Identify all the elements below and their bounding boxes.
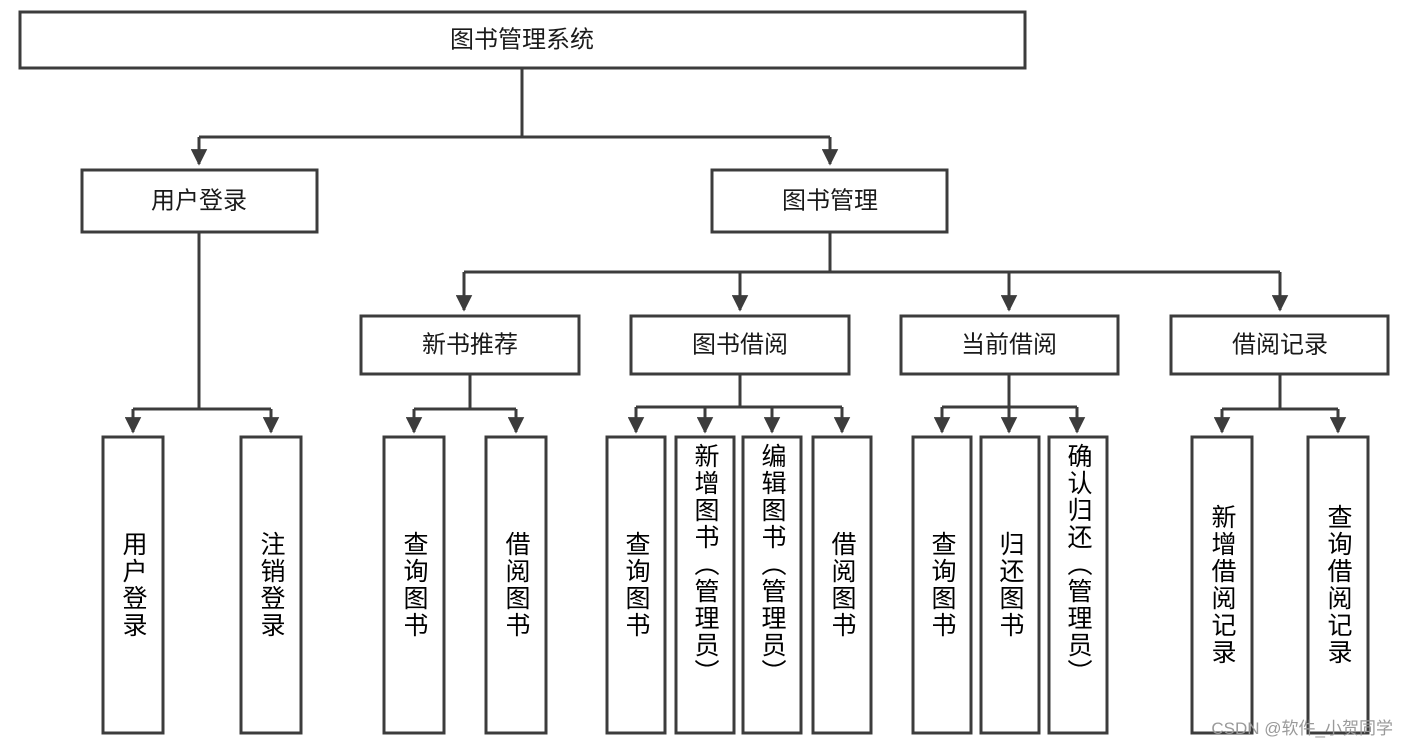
edge-group-current-borrow <box>933 374 1086 434</box>
node-leaf-borrow-book-borrow-box <box>811 435 873 735</box>
node-leaf-query-borrow-record-label: 查询借阅记录 <box>1324 504 1352 666</box>
node-leaf-edit-book[interactable]: 编辑图书（管理员） <box>741 435 803 735</box>
node-leaf-query-book-current[interactable]: 查询图书 <box>911 435 973 735</box>
node-leaf-add-book[interactable]: 新增图书（管理员） <box>674 435 736 735</box>
node-leaf-query-book-borrow[interactable]: 查询图书 <box>605 435 667 735</box>
node-leaf-query-book-current-label: 查询图书 <box>928 531 956 639</box>
node-leaf-add-borrow-record-label: 新增借阅记录 <box>1208 504 1236 666</box>
node-leaf-query-book-current-box <box>911 435 973 735</box>
node-new-book-recommend[interactable]: 新书推荐 <box>359 314 581 376</box>
node-current-borrow[interactable]: 当前借阅 <box>899 314 1120 376</box>
edge-group-root <box>190 68 839 166</box>
node-current-borrow-label: 当前借阅 <box>961 331 1057 358</box>
node-leaf-user-login[interactable]: 用户登录 <box>101 435 165 735</box>
node-leaf-return-book-box <box>979 435 1041 735</box>
node-leaf-return-book-label: 归还图书 <box>996 531 1024 639</box>
node-leaf-logout[interactable]: 注销登录 <box>239 435 303 735</box>
node-leaf-confirm-return-box <box>1047 435 1109 735</box>
node-leaf-borrow-book-borrow-label: 借阅图书 <box>828 531 856 639</box>
node-leaf-add-borrow-record-box <box>1190 435 1254 735</box>
node-leaf-add-borrow-record[interactable]: 新增借阅记录 <box>1190 435 1254 735</box>
node-borrow-record-box <box>1169 314 1390 376</box>
node-new-book-recommend-label: 新书推荐 <box>422 331 518 358</box>
node-leaf-borrow-book-recommend-label: 借阅图书 <box>502 531 530 639</box>
node-borrow-record[interactable]: 借阅记录 <box>1169 314 1390 376</box>
node-user-login-label: 用户登录 <box>151 187 247 214</box>
node-leaf-query-book-recommend-box <box>382 435 446 735</box>
node-book-borrow[interactable]: 图书借阅 <box>629 314 851 376</box>
edge-group-user-login <box>124 232 280 434</box>
node-leaf-query-book-borrow-label: 查询图书 <box>622 531 650 639</box>
node-leaf-query-book-recommend[interactable]: 查询图书 <box>382 435 446 735</box>
node-user-login[interactable]: 用户登录 <box>80 168 319 234</box>
node-leaf-add-book-label: 新增图书（管理员） <box>691 443 719 686</box>
node-leaf-borrow-book-recommend[interactable]: 借阅图书 <box>484 435 548 735</box>
edge-group-book-mgmt <box>455 232 1289 312</box>
node-new-book-recommend-box <box>359 314 581 376</box>
edge-group-borrow-record <box>1213 374 1347 434</box>
node-leaf-borrow-book-borrow[interactable]: 借阅图书 <box>811 435 873 735</box>
node-leaf-query-borrow-record[interactable]: 查询借阅记录 <box>1306 435 1370 735</box>
node-book-management-box <box>710 168 949 234</box>
node-root-label: 图书管理系统 <box>450 26 594 53</box>
node-current-borrow-box <box>899 314 1120 376</box>
node-borrow-record-label: 借阅记录 <box>1232 331 1328 358</box>
node-leaf-user-login-box <box>101 435 165 735</box>
node-leaf-query-borrow-record-box <box>1306 435 1370 735</box>
node-book-management[interactable]: 图书管理 <box>710 168 949 234</box>
node-leaf-query-book-borrow-box <box>605 435 667 735</box>
node-leaf-return-book[interactable]: 归还图书 <box>979 435 1041 735</box>
edge-group-new-book-recommend <box>405 374 525 434</box>
node-leaf-confirm-return[interactable]: 确认归还（管理员） <box>1047 435 1109 735</box>
node-book-borrow-label: 图书借阅 <box>692 331 788 358</box>
node-leaf-logout-box <box>239 435 303 735</box>
node-leaf-logout-label: 注销登录 <box>257 531 285 639</box>
node-leaf-add-book-box <box>674 435 736 735</box>
node-book-borrow-box <box>629 314 851 376</box>
node-root-system[interactable]: 图书管理系统 <box>18 10 1027 70</box>
node-leaf-confirm-return-label: 确认归还（管理员） <box>1064 443 1092 686</box>
node-book-management-label: 图书管理 <box>782 187 878 214</box>
node-leaf-edit-book-label: 编辑图书（管理员） <box>758 443 786 686</box>
node-leaf-borrow-book-recommend-box <box>484 435 548 735</box>
edge-group-book-borrow <box>627 374 851 434</box>
node-leaf-query-book-recommend-label: 查询图书 <box>400 531 428 639</box>
node-root-box <box>18 10 1027 70</box>
node-leaf-edit-book-box <box>741 435 803 735</box>
node-user-login-box <box>80 168 319 234</box>
node-leaf-user-login-label: 用户登录 <box>119 531 147 639</box>
